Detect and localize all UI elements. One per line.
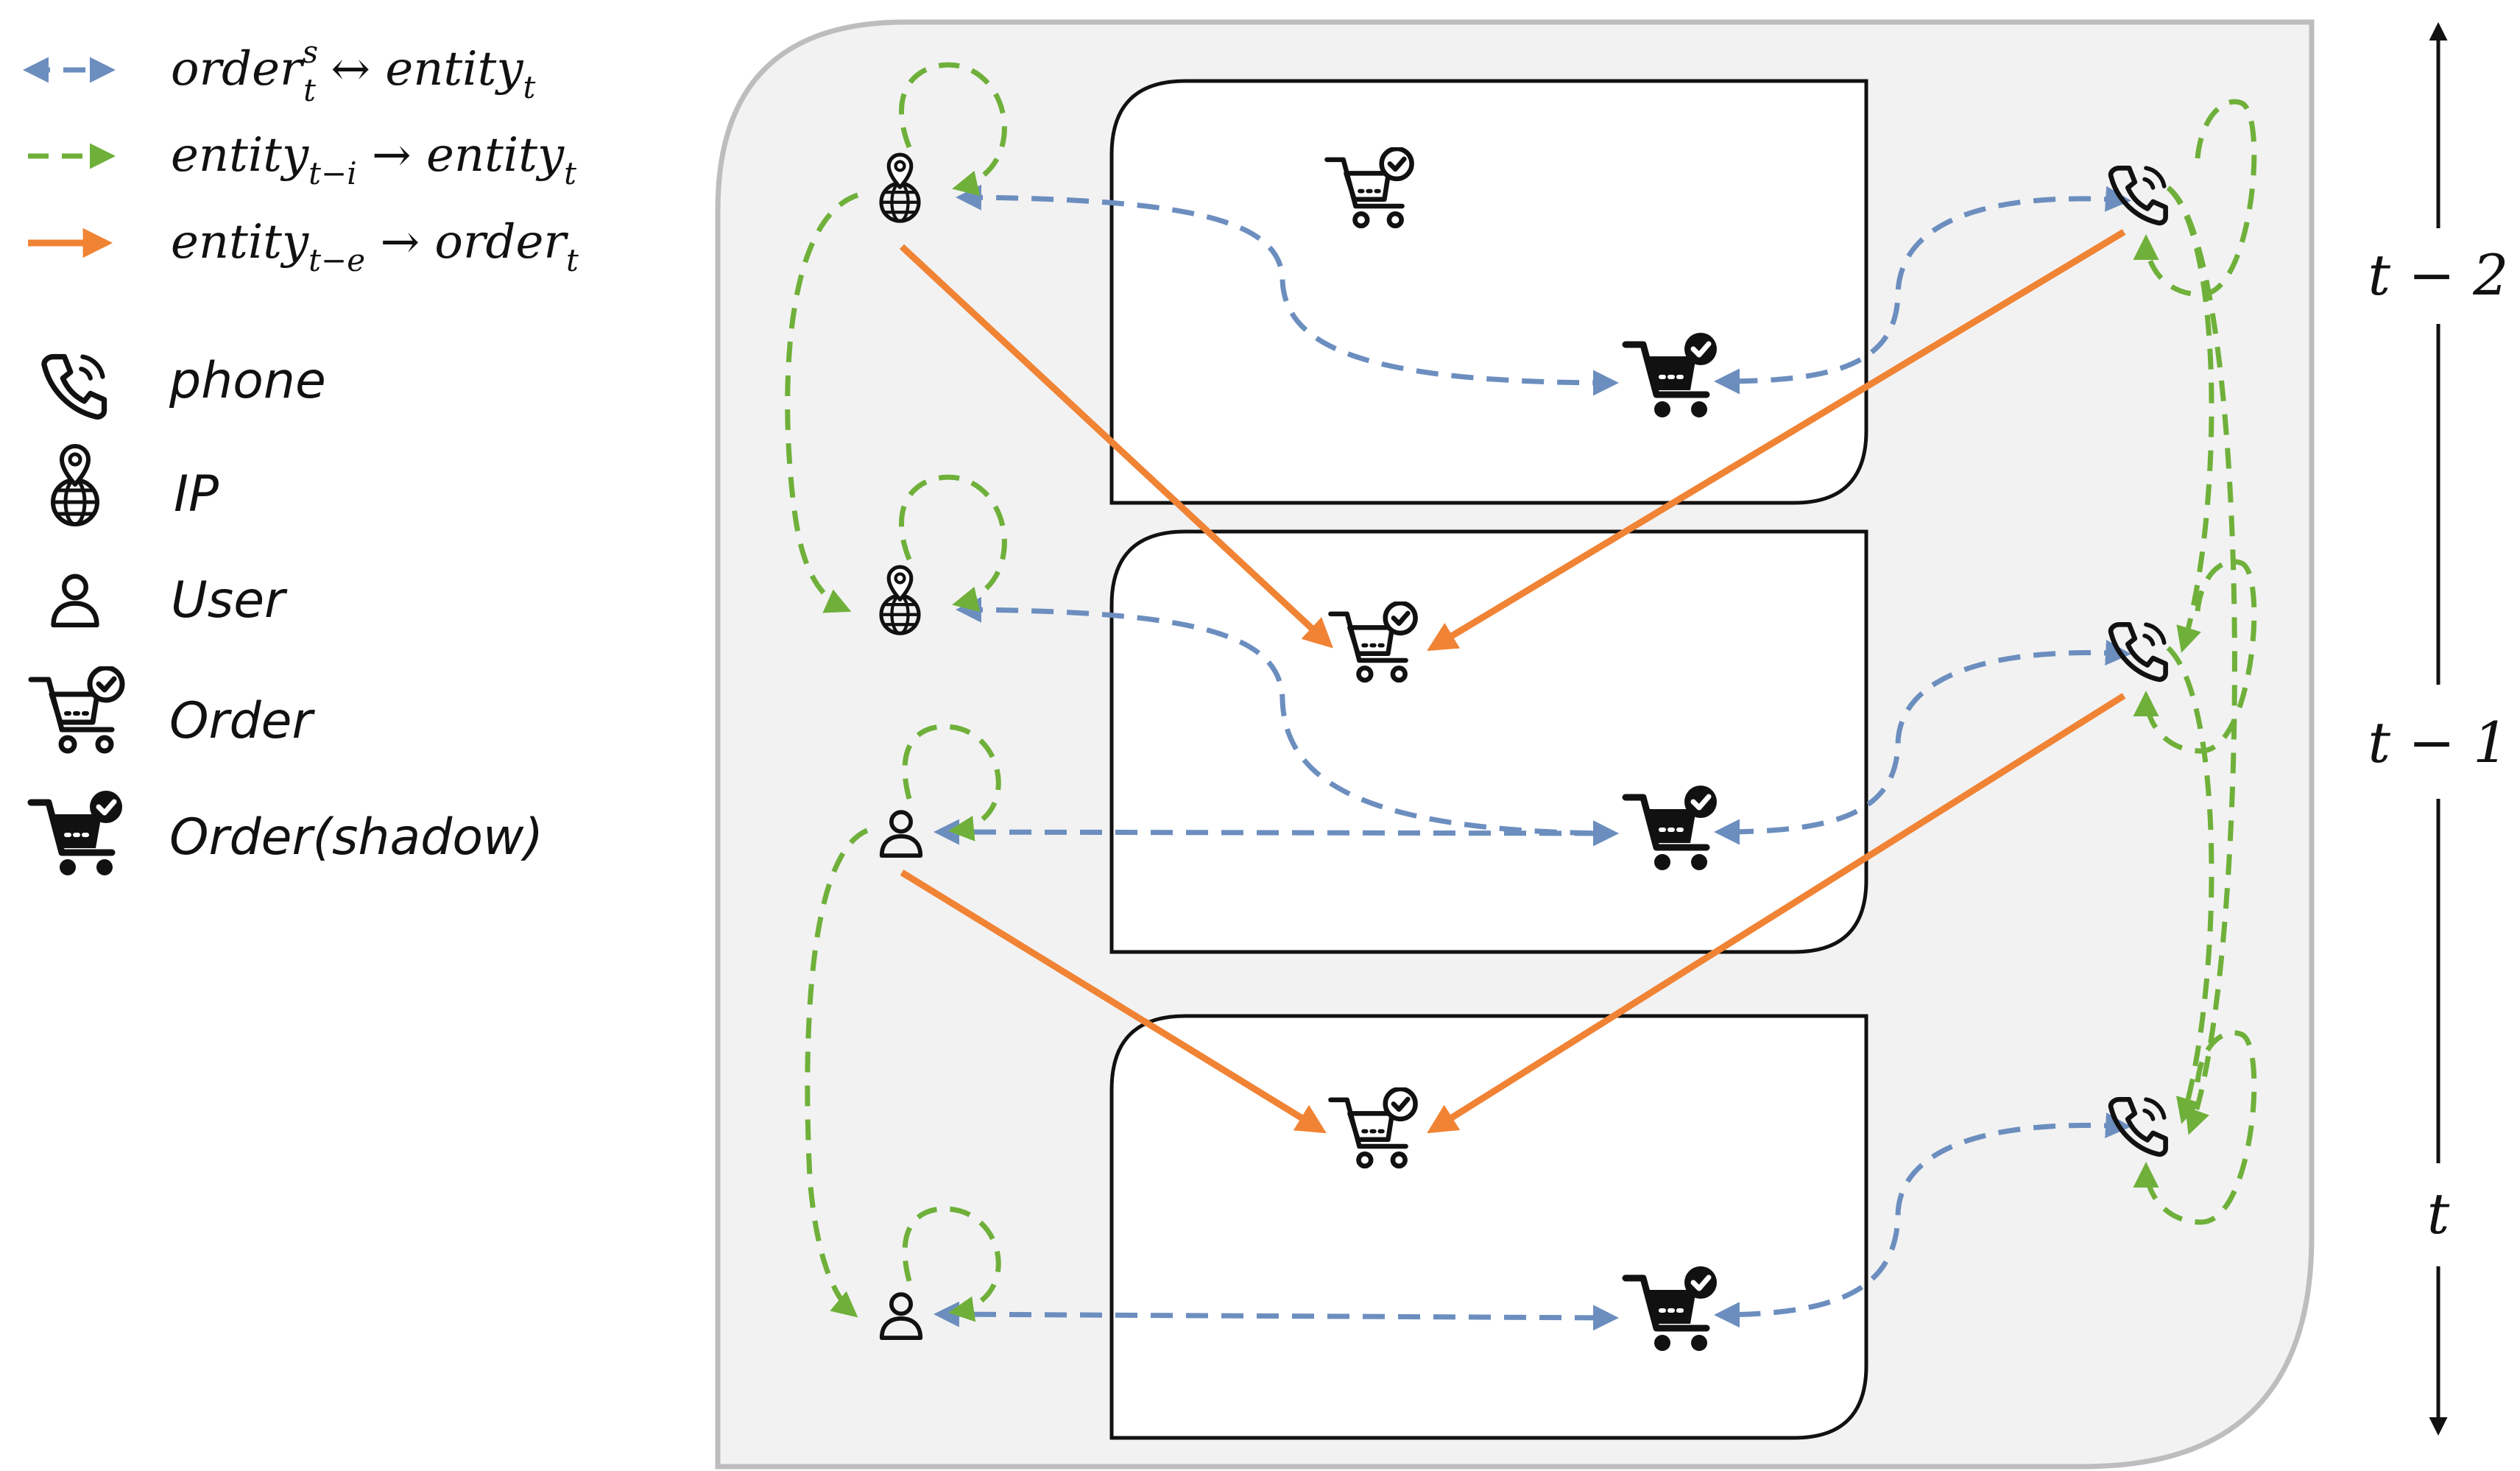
green-self-loop-ip-t1 — [899, 474, 1007, 612]
green-self-loop-user-t — [902, 1206, 1001, 1322]
ip-globe-icon — [53, 446, 97, 524]
green-self-loop-phone-t1 — [2133, 559, 2257, 754]
orange-edge-phone-to-order-t — [1427, 693, 2126, 1134]
time-box-t-minus-2 — [1109, 79, 1868, 505]
legend-shadow-order-label: Order(shadow) — [169, 808, 543, 867]
green-edge-phone-t2-to-t — [2166, 186, 2237, 1135]
time-label-t: t — [2427, 1181, 2450, 1246]
time-box-t — [1109, 1014, 1868, 1440]
green-edges — [785, 62, 2257, 1322]
blue-edge-user-shadow-t — [933, 1301, 1619, 1331]
time-label-t-minus-2: t − 2 — [2368, 242, 2509, 308]
phone-icon — [44, 357, 105, 417]
blue-edge-phone-shadow-t — [1714, 1112, 2131, 1328]
green-edge-ip-t2-to-t1 — [785, 192, 859, 613]
legend-phone-label: phone — [169, 352, 326, 410]
orange-edge-phone-to-order-t1 — [1427, 229, 2126, 652]
orange-edge-user-to-order-t — [900, 869, 1327, 1134]
legend-orange-edge-label: entityt−e → ordert — [171, 215, 579, 278]
blue-edges — [933, 184, 2131, 1331]
blue-edge-ip-shadow-t2 — [956, 184, 1619, 396]
legend-order-label: Order — [169, 692, 315, 750]
green-edge-phone-t1-to-t — [2166, 646, 2214, 1124]
orange-edge-ip-to-order-t1 — [899, 244, 1333, 649]
green-self-loop-phone-t — [2133, 1030, 2257, 1225]
blue-edge-user-shadow-t1 — [933, 819, 1619, 847]
legend-green-edge-label: entityt−i → entityt — [171, 128, 576, 191]
time-label-t-minus-1: t − 1 — [2368, 710, 2509, 775]
green-self-loop-user-t1 — [902, 724, 1001, 842]
user-icon — [54, 576, 97, 625]
green-self-loop-ip-t2 — [899, 62, 1007, 196]
time-axis: t − 2 t − 1 t — [2368, 22, 2509, 1436]
time-box-t-minus-1 — [1109, 529, 1868, 954]
green-self-loop-phone-t2 — [2133, 99, 2257, 297]
blue-edge-phone-shadow-t1 — [1714, 640, 2131, 845]
legend-user-label: User — [171, 571, 288, 629]
orange-edges — [899, 229, 2126, 1134]
order-cart-icon — [31, 668, 122, 751]
shadow-order-cart-icon — [31, 791, 122, 875]
blue-edge-ip-shadow-t1 — [956, 596, 1619, 847]
legend-ip-label: IP — [174, 465, 219, 523]
blue-edge-phone-shadow-t2 — [1714, 186, 2131, 395]
